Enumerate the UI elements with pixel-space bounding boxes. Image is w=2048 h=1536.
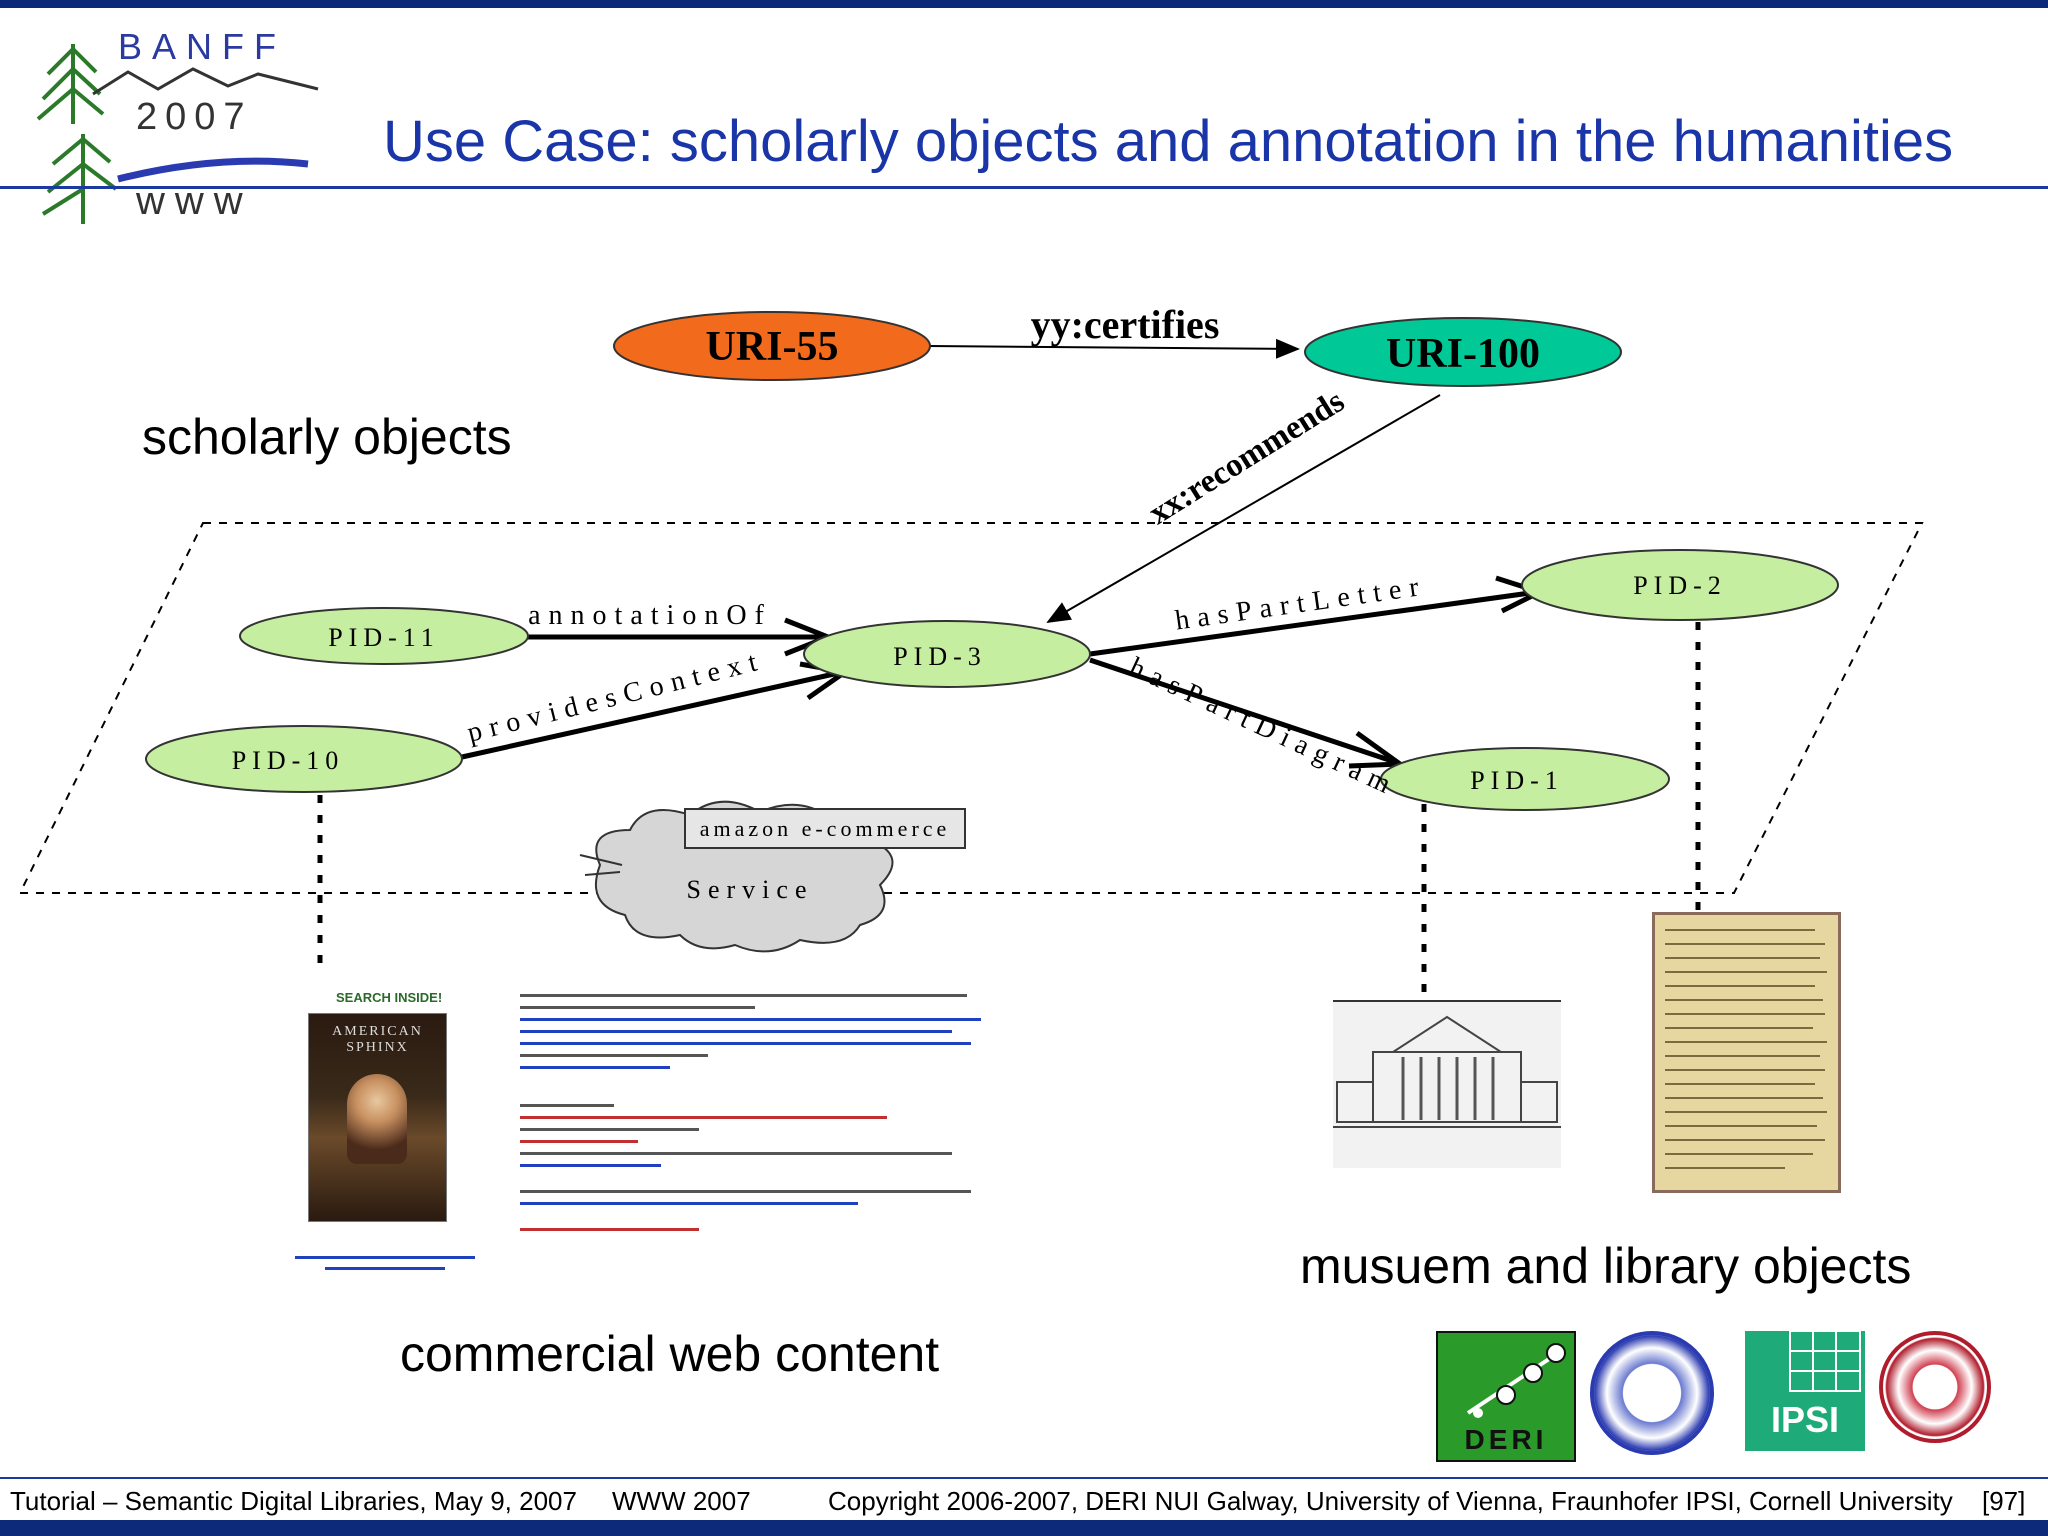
building-icon xyxy=(1333,1015,1561,1128)
logo-year-text: 2007 xyxy=(136,96,253,138)
search-inside-badge: SEARCH INSIDE! xyxy=(336,990,443,1005)
deri-logo: DERI xyxy=(1436,1331,1576,1462)
museum-library-objects-label: musuem and library objects xyxy=(1300,1238,1912,1294)
ipsi-logo-text: IPSI xyxy=(1770,1399,1840,1440)
university-of-vienna-seal xyxy=(1590,1331,1714,1455)
node-uri100-label: URI-100 xyxy=(1386,331,1540,377)
node-pid11-label: PID-11 xyxy=(328,623,440,652)
wave-icon xyxy=(117,157,309,183)
amazon-service-box xyxy=(684,808,966,849)
top-bar xyxy=(0,0,2048,8)
cloud-pointer-line-2 xyxy=(584,871,621,876)
amazon-service-box-label: amazon e-commerce xyxy=(700,816,951,841)
handwritten-letter-image xyxy=(1652,912,1841,1193)
node-pid1-label: PID-1 xyxy=(1470,766,1564,795)
deri-logo-text: DERI xyxy=(1464,1424,1548,1455)
node-pid2 xyxy=(1521,549,1839,621)
book-cover-title: AMERICAN SPHINX xyxy=(332,1024,423,1055)
pid-plane-outline xyxy=(18,522,1924,894)
footer-page-number: [97] xyxy=(1982,1486,2026,1516)
service-cloud-label: Service xyxy=(687,875,814,904)
commercial-web-content-label: commercial web content xyxy=(400,1326,940,1382)
node-pid3 xyxy=(803,620,1091,688)
footer-divider xyxy=(0,1477,2048,1479)
edge-providesContext xyxy=(461,669,844,760)
logo-banff-text: BANFF xyxy=(118,26,286,67)
mountain-line-icon xyxy=(92,67,319,96)
ipsi-grid-icon xyxy=(1789,1330,1861,1392)
footer-copyright: Copyright 2006-2007, DERI NUI Galway, Un… xyxy=(828,1486,1953,1516)
node-pid10-label: PID-10 xyxy=(232,746,345,775)
node-uri55-label: URI-55 xyxy=(706,324,839,370)
building-drawing-image xyxy=(1333,1000,1561,1168)
deri-dots-icon xyxy=(1466,1343,1566,1418)
node-pid3-label: PID-3 xyxy=(893,642,987,671)
footer-tutorial: Tutorial – Semantic Digital Libraries, M… xyxy=(10,1486,577,1516)
edge-hasPartDiagram xyxy=(1089,657,1399,766)
scholarly-objects-label: scholarly objects xyxy=(142,409,512,465)
node-uri55 xyxy=(613,311,931,381)
book-cover-image: AMERICAN SPHINX xyxy=(308,1013,447,1222)
bottom-bar xyxy=(0,1520,2048,1536)
footer-conference: WWW 2007 xyxy=(612,1486,751,1516)
fraunhofer-ipsi-logo: IPSI xyxy=(1745,1330,1865,1451)
slide-title: Use Case: scholarly objects and annotati… xyxy=(383,109,1954,174)
node-uri100 xyxy=(1304,317,1622,387)
edge-hasPartLetter xyxy=(1089,589,1538,657)
edge-certifies xyxy=(927,338,1300,359)
node-pid10 xyxy=(145,725,463,793)
book-caption-links xyxy=(295,1248,475,1278)
cloud-pointer-line xyxy=(579,854,623,866)
title-divider xyxy=(0,186,2048,189)
node-pid11 xyxy=(239,607,529,665)
edge-annotationOf-label: annotationOf xyxy=(528,600,772,631)
product-page-text-block xyxy=(520,985,990,1240)
edge-hasPartDiagram-label: hasPartDiagram xyxy=(1125,651,1403,803)
edge-recommends-label: xx:recommends xyxy=(1143,383,1351,532)
edge-certifies-label: yy:certifies xyxy=(1031,302,1220,347)
cornell-university-seal xyxy=(1879,1331,1991,1443)
node-pid2-label: PID-2 xyxy=(1633,571,1727,600)
portrait-image xyxy=(347,1074,407,1164)
tree-icon xyxy=(36,44,118,224)
edge-recommends xyxy=(1046,394,1441,624)
node-pid1 xyxy=(1380,747,1670,811)
